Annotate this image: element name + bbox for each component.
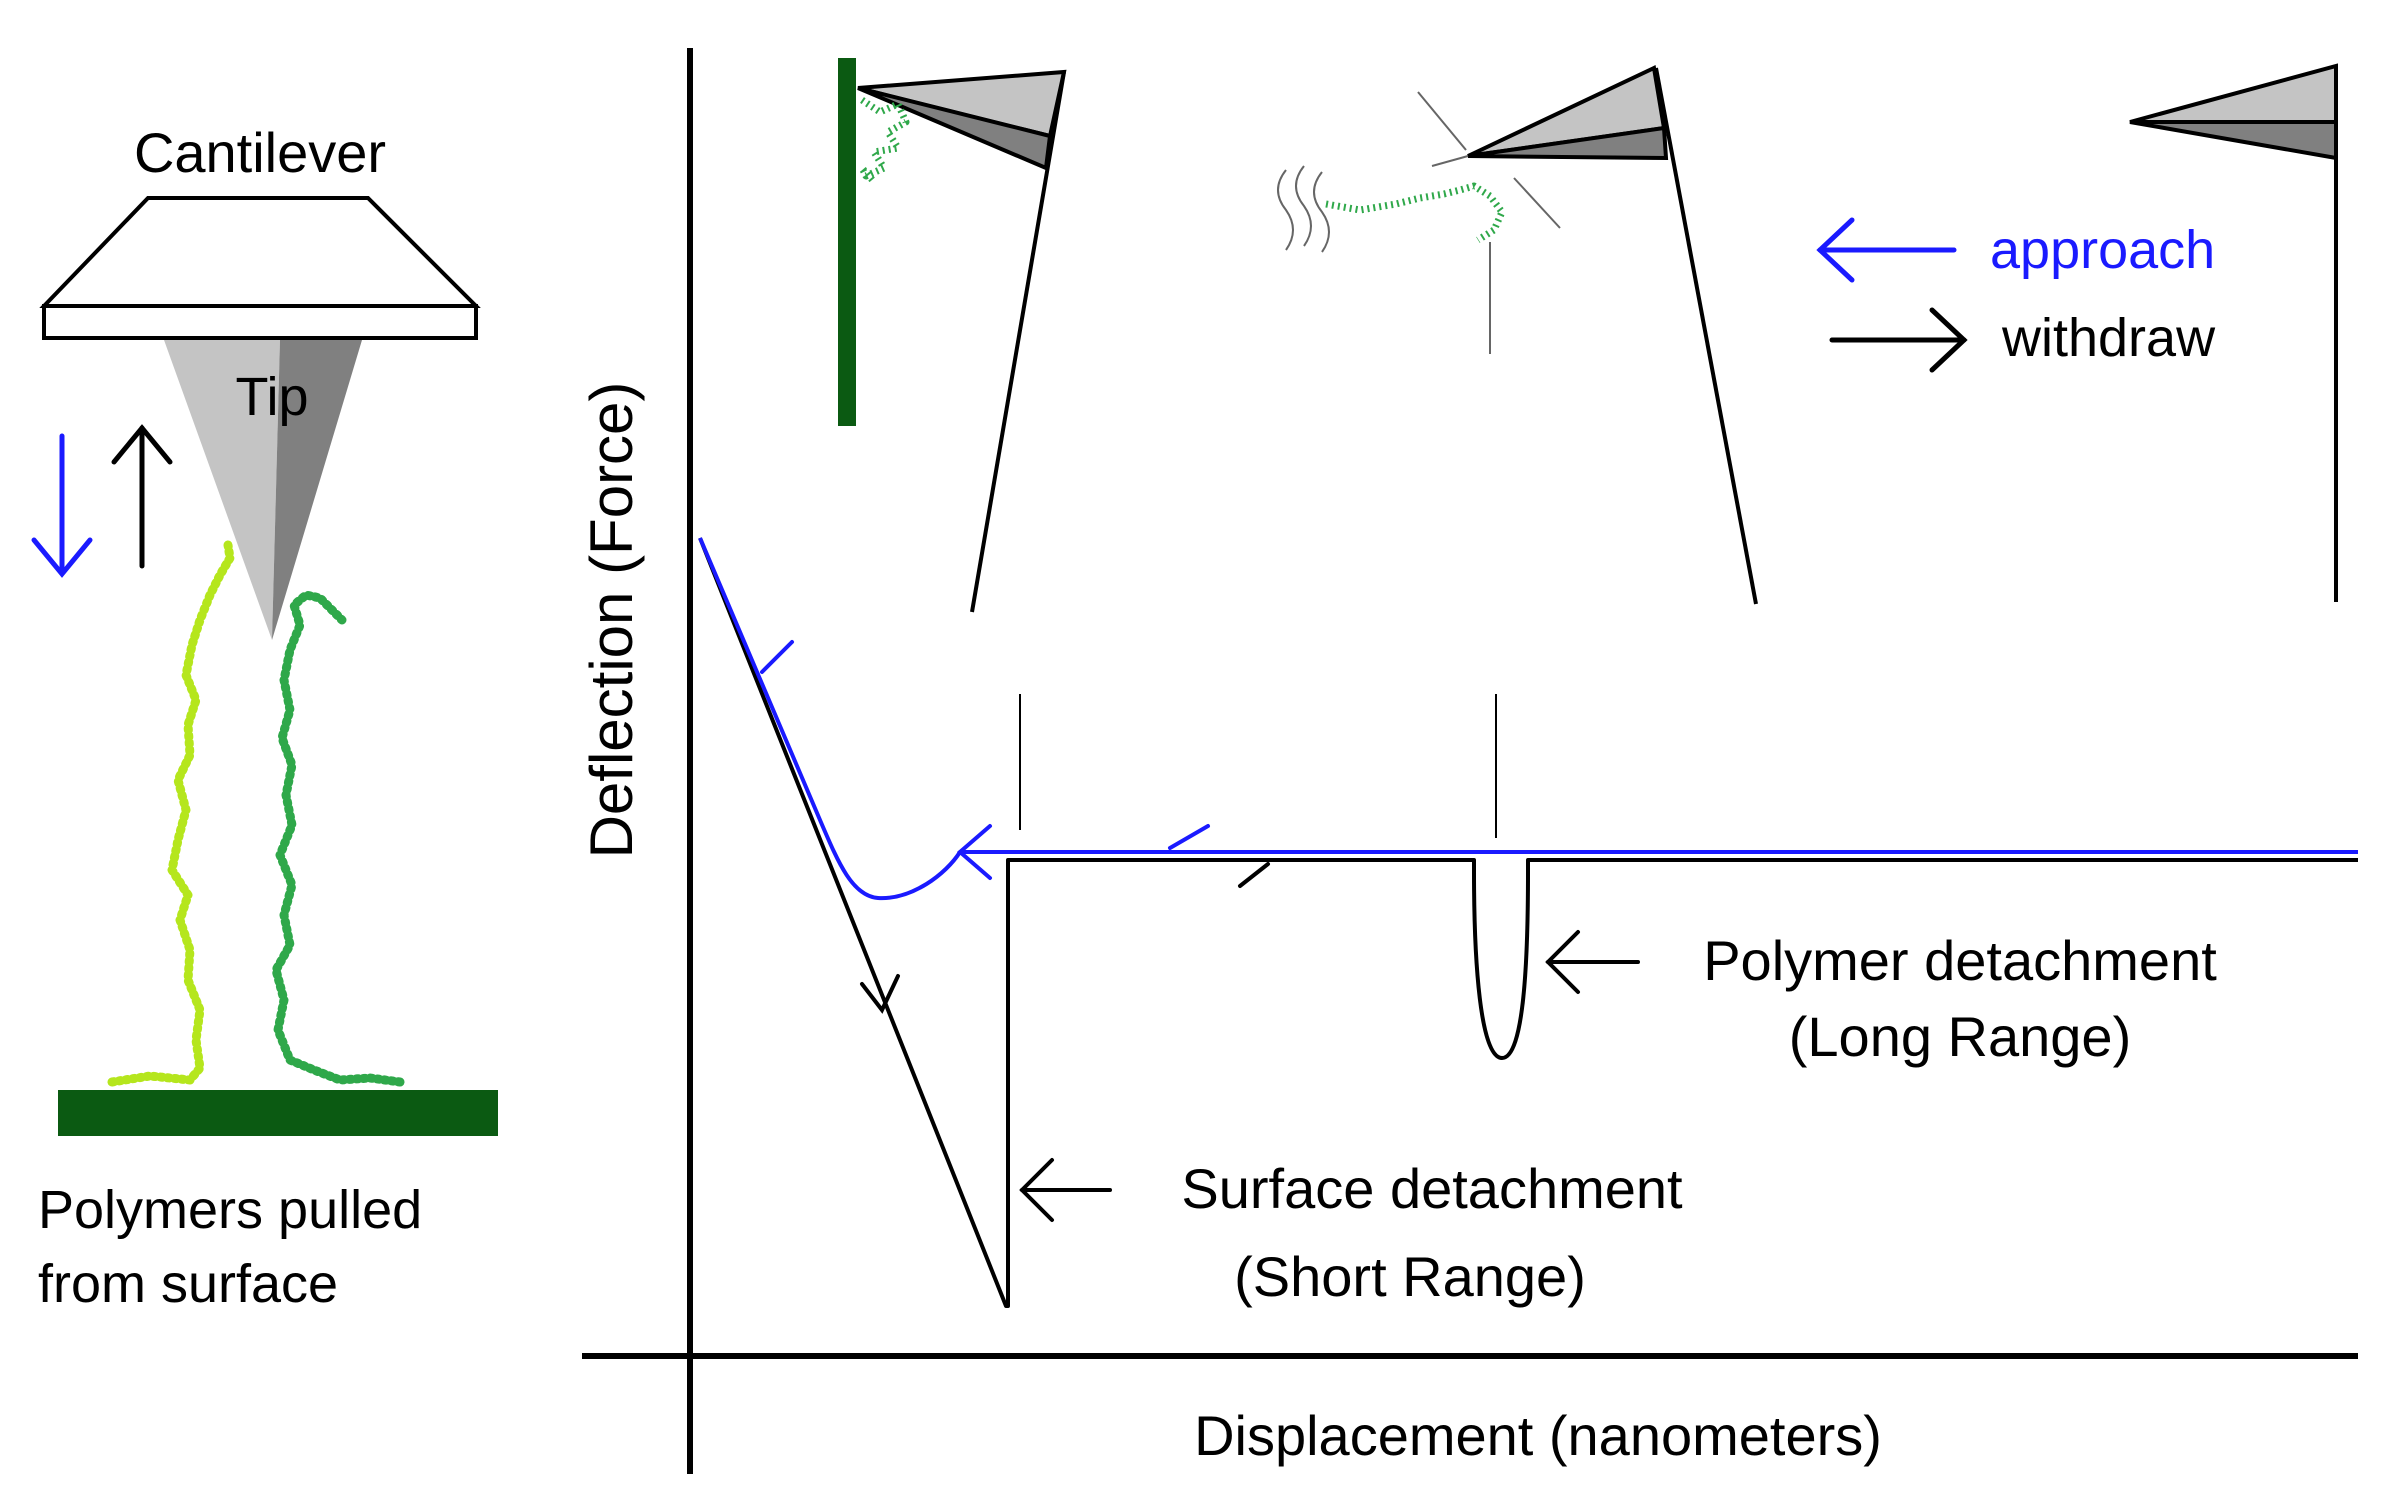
surface-annotation-line-2: (Short Range) [1234, 1245, 1586, 1308]
cantilever-illustration-stretch [1277, 65, 1758, 605]
y-axis-label: Deflection (Force) [578, 382, 645, 859]
legend-withdraw-arrow [1829, 307, 1968, 373]
contact-tip-lower-face [857, 86, 1053, 171]
withdraw-direction-arrows [860, 862, 1270, 1014]
cantilever-base-plate [42, 304, 478, 340]
tip-label: Tip [235, 367, 308, 427]
substrate-surface [58, 1090, 498, 1136]
legend-approach-arrow [1816, 217, 1957, 283]
withdraw-curve [698, 537, 2358, 1308]
contact-cantilever-arm [970, 71, 1066, 613]
free-tip-upper-face [2129, 63, 2338, 124]
motion-lines [1277, 91, 1561, 354]
legend-approach-label: approach [1990, 220, 2215, 280]
caption-line-1: Polymers pulled [38, 1180, 422, 1240]
contact-surface [838, 58, 856, 426]
approach-direction-arrows [760, 640, 1210, 880]
polymer-annotation-line-2: (Long Range) [1789, 1005, 2131, 1068]
legend-withdraw-label: withdraw [2001, 308, 2216, 368]
cantilever-illustration-free [2129, 63, 2338, 602]
light-green-polymer [107, 540, 235, 1087]
approach-curve [698, 537, 2358, 901]
left-withdraw-arrow [111, 424, 173, 569]
cantilever-body [39, 196, 481, 308]
tip-light-face [164, 340, 280, 640]
left-panel: Cantilever Tip Polymers pulled from surf… [31, 121, 498, 1314]
cantilever-illustration-contact [838, 58, 1067, 613]
polymer-annotation-arrow [1545, 930, 1640, 994]
left-approach-arrow [31, 433, 93, 578]
stretch-polymer [1325, 182, 1506, 243]
free-tip-lower-face [2129, 120, 2338, 161]
cantilever-label: Cantilever [134, 121, 386, 184]
surface-annotation-line-1: Surface detachment [1181, 1157, 1683, 1220]
caption-line-2: from surface [38, 1254, 338, 1314]
stretch-tip-lower-face [1467, 125, 1669, 161]
legend: approach withdraw [1816, 217, 2216, 373]
dark-green-polymer [271, 590, 405, 1087]
contact-polymer [858, 97, 910, 185]
x-axis-label: Displacement (nanometers) [1194, 1404, 1882, 1467]
surface-annotation-arrow [1019, 1158, 1112, 1222]
stretch-cantilever-arm [1654, 67, 1758, 605]
tip-dark-face [272, 340, 362, 640]
polymer-annotation-line-1: Polymer detachment [1703, 929, 2217, 992]
plot-axes [582, 48, 2358, 1474]
